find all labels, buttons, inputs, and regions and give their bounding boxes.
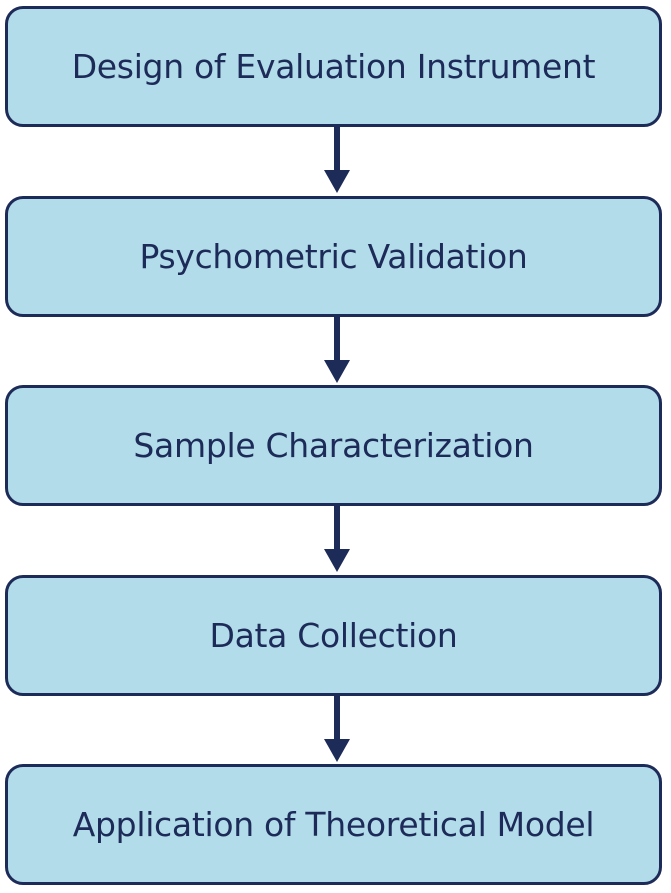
step-label: Design of Evaluation Instrument <box>71 47 596 86</box>
step-label: Application of Theoretical Model <box>72 805 595 844</box>
step-label: Data Collection <box>209 616 458 655</box>
step-label: Psychometric Validation <box>139 237 528 276</box>
step-box-application: Application of Theoretical Model <box>5 764 662 885</box>
arrow-3 <box>324 506 350 572</box>
step-label: Sample Characterization <box>133 426 534 465</box>
step-box-design: Design of Evaluation Instrument <box>5 6 662 127</box>
step-box-data-collection: Data Collection <box>5 575 662 696</box>
step-box-validation: Psychometric Validation <box>5 196 662 317</box>
arrow-2 <box>324 317 350 383</box>
arrow-1 <box>324 127 350 193</box>
step-box-sample: Sample Characterization <box>5 385 662 506</box>
arrow-4 <box>324 696 350 762</box>
